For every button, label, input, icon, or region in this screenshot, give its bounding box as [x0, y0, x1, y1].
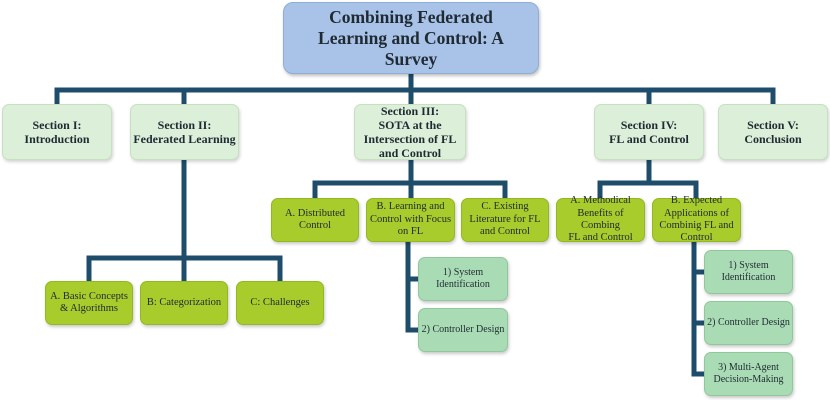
- section-3a-distributed-control: A. Distributed Control: [271, 198, 359, 242]
- section-4b-expected-applications: B. Expected Applications of Combinig FL …: [652, 195, 741, 243]
- section-4-fl-and-control: Section IV: FL and Control: [594, 104, 704, 160]
- section-4b2-controller-design: 2) Controller Design: [704, 301, 793, 345]
- section-3c-existing-literature: C. Existing Literature for FL and Contro…: [461, 198, 549, 242]
- section-2-federated-learning: Section II: Federated Learning: [130, 104, 239, 160]
- section-4a-methodical-benefits: A. Methodical Benefits of Combing FL and…: [556, 195, 645, 243]
- section-3b2-controller-design: 2) Controller Design: [418, 308, 508, 352]
- section-2c-challenges: C: Challenges: [236, 281, 324, 325]
- section-3b-learning-and-control: B. Learning and Control with Focus on FL: [366, 198, 455, 242]
- section-4b3-multi-agent-decision-making: 3) Multi-Agent Decision-Making: [704, 352, 793, 396]
- section-1-introduction: Section I: Introduction: [2, 104, 112, 160]
- section-3-sota-intersection: Section III: SOTA at the Intersection of…: [354, 104, 466, 160]
- section-4b1-system-identification: 1) System Identification: [704, 250, 793, 294]
- section-2a-basic-concepts: A. Basic Concepts & Algorithms: [45, 281, 133, 325]
- section-2b-categorization: B: Categorization: [140, 281, 228, 325]
- survey-title-box: Combining Federated Learning and Control…: [283, 2, 539, 74]
- section-5-conclusion: Section V: Conclusion: [718, 104, 828, 160]
- section-3b1-system-identification: 1) System Identification: [418, 257, 508, 301]
